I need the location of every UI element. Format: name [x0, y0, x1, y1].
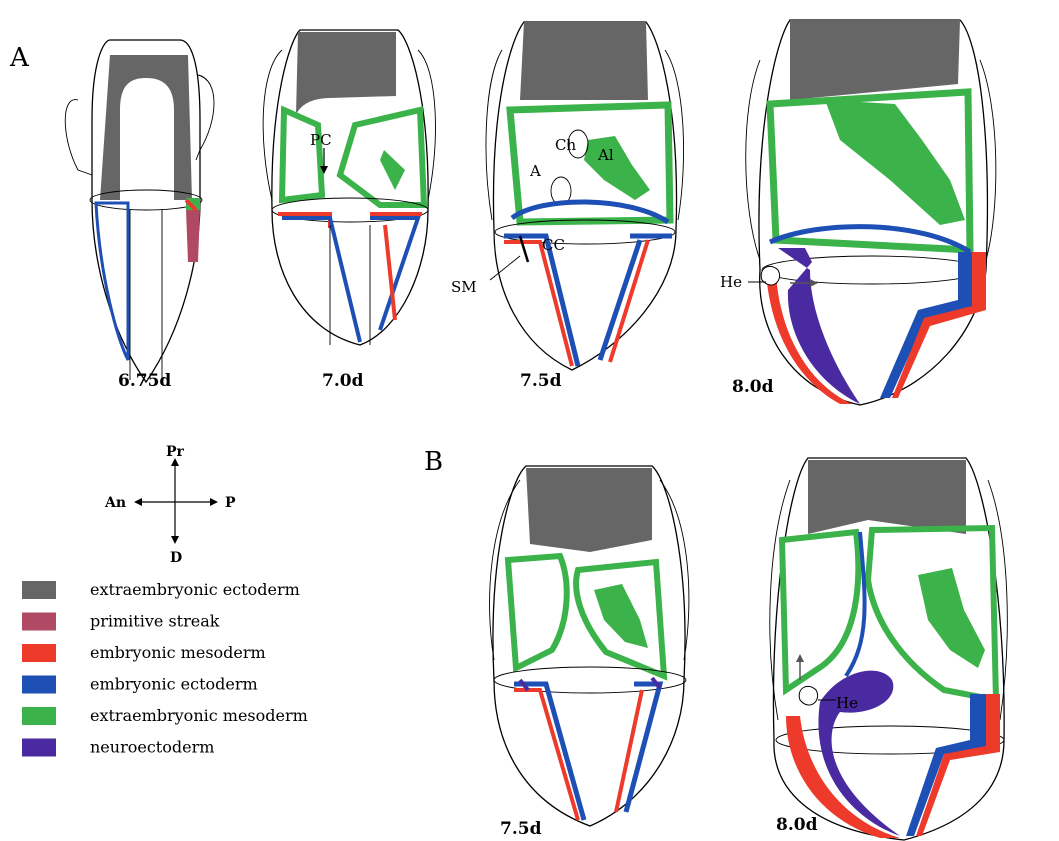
- egg-cylinder-lower: [272, 210, 428, 345]
- stage-label-b2: 8.0d: [776, 815, 818, 835]
- embryo-b-80d: [770, 458, 1007, 840]
- egg-cylinder-lower: [494, 230, 676, 370]
- stage-label-a3: 7.5d: [520, 371, 562, 391]
- stage-label-a2: 7.0d: [322, 371, 364, 391]
- legend: extraembryonic ectoderm primitive streak e…: [22, 580, 308, 757]
- extraembryonic-ectoderm: [808, 460, 966, 534]
- arrow-down-icon: [171, 536, 179, 544]
- panel-a-label: A: [9, 43, 30, 73]
- extraembryonic-ectoderm: [526, 468, 652, 552]
- embryo-b-75d: [490, 466, 689, 826]
- primitive-streak-region: [186, 210, 200, 262]
- he-arrowhead: [796, 654, 804, 662]
- embryo-a-70d: [263, 30, 435, 345]
- cut-lines: [130, 210, 162, 380]
- decidua-left-wing: [746, 60, 760, 260]
- heart-tube: [799, 686, 817, 705]
- legend-swatch: [22, 613, 56, 631]
- mesoderm-right: [916, 694, 1000, 836]
- allantois: [594, 584, 648, 648]
- mesoderm-right: [610, 240, 648, 362]
- legend-swatch: [22, 581, 56, 599]
- compass-down-label: D: [170, 550, 182, 566]
- ectoderm-layer-left: [96, 203, 128, 360]
- allantois: [825, 100, 965, 225]
- stage-label-b1: 7.5d: [500, 819, 542, 839]
- plane-ellipse: [762, 256, 982, 284]
- stage-label-a4: 8.0d: [732, 377, 774, 397]
- allantois-bud: [380, 150, 405, 190]
- exe-mesoderm-left-chamber: [782, 532, 858, 690]
- orientation-compass: [134, 458, 218, 544]
- label-he-b: He: [836, 694, 858, 712]
- allantois: [918, 568, 985, 668]
- arrow-right-icon: [210, 498, 218, 506]
- legend-label: embryonic ectoderm: [90, 675, 258, 694]
- legend-swatch: [22, 739, 56, 757]
- label-a: A: [529, 162, 541, 180]
- legend-swatch: [22, 644, 56, 662]
- cc-marker: [520, 236, 528, 262]
- label-cc: CC: [542, 236, 565, 254]
- stage-label-a1: 6.75d: [118, 371, 171, 391]
- legend-label: embryonic mesoderm: [90, 643, 266, 662]
- extraembryonic-ectoderm: [296, 32, 396, 115]
- compass-right-label: P: [225, 495, 236, 511]
- panel-b-label: B: [424, 447, 443, 477]
- legend-label: neuroectoderm: [90, 738, 214, 757]
- extraembryonic-ectoderm: [790, 20, 960, 100]
- arrow-left-icon: [134, 498, 142, 506]
- ectoderm-rim: [282, 218, 418, 342]
- label-he-a: He: [720, 273, 742, 291]
- embryo-a-75d: [486, 22, 684, 370]
- legend-swatch: [22, 676, 56, 694]
- legend-swatch: [22, 707, 56, 725]
- label-ch: Ch: [555, 136, 576, 154]
- label-al: Al: [597, 146, 614, 164]
- exe-mesoderm-left: [282, 110, 322, 200]
- legend-label: extraembryonic ectoderm: [90, 580, 300, 599]
- compass-up-label: Pr: [166, 444, 185, 460]
- label-sm: SM: [451, 278, 477, 296]
- extraembryonic-ectoderm: [520, 22, 648, 100]
- ectoderm-right: [600, 236, 672, 360]
- decidua-right-wing: [980, 60, 996, 260]
- exe-mesoderm-left-chamber: [508, 556, 567, 668]
- embryo-a-80d: [746, 20, 996, 405]
- sm-leader: [490, 256, 520, 280]
- label-pc: PC: [310, 131, 332, 149]
- allantois: [584, 136, 650, 200]
- he-arrowhead: [810, 279, 818, 287]
- legend-label: extraembryonic mesoderm: [90, 706, 308, 725]
- legend-label: primitive streak: [90, 612, 220, 631]
- embryo-a-675d: [65, 40, 214, 382]
- compass-left-label: An: [104, 495, 126, 511]
- proamniotic-cavity: [120, 78, 174, 200]
- decidua-left-wing: [65, 100, 92, 175]
